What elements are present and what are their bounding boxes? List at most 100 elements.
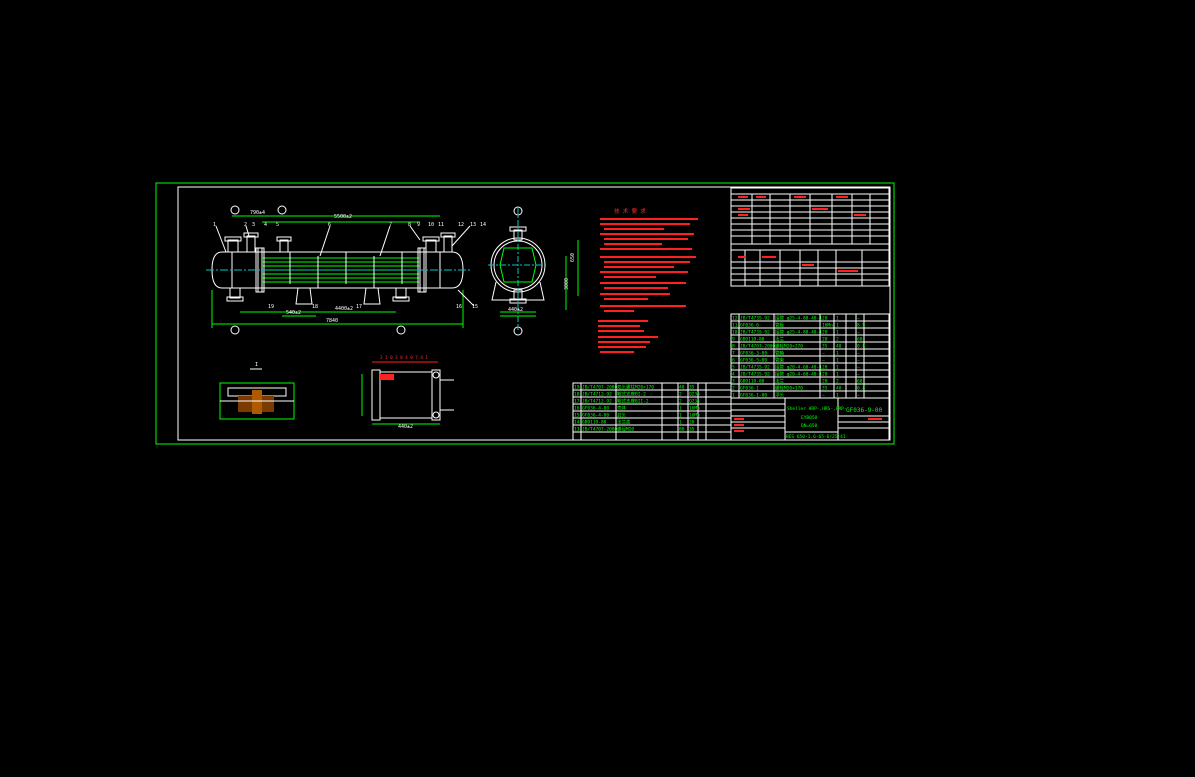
dim-tube-length: 5500±2 [334,214,352,220]
balloon-2[interactable]: 2 [244,222,247,228]
part-name: 双头螺柱M20×170 [617,384,654,391]
part-no: 15 [574,413,580,419]
part-qty: 2 [679,399,682,405]
balloon-14[interactable]: 14 [480,222,486,228]
balloon-6[interactable]: 6 [328,222,331,228]
balloon-17[interactable]: 17 [356,304,362,310]
balloon-8[interactable]: 8 [408,222,411,228]
part-mat: — [822,359,825,364]
part-mat: 20 [822,372,828,378]
part-code: JB/T4707-2000 [740,344,776,350]
part-mat: 20 [822,316,828,322]
part-wt: — [857,331,860,336]
part-code: JB/T4735-92 [740,365,770,371]
part-wt: 0.8 [857,344,865,350]
side-view[interactable] [488,206,579,336]
dim-nozzle-spacing: 4400±2 [335,306,353,312]
side-height-dim: 3000 [564,278,570,290]
balloon-16[interactable]: 16 [456,304,462,310]
part-wt: — [857,373,860,378]
balloon-18[interactable]: 18 [312,304,318,310]
part-mat: 35 [689,385,695,391]
part-code: JB/T4735-92 [740,330,770,336]
part-mat: 16Mn [689,413,700,419]
drawing-number: GF036-9-00 [846,407,883,414]
balloon-7[interactable]: 7 [389,222,392,228]
part-wt: — [857,352,860,357]
section-label: 3 1 0 3 0 4 0 7 4 1 [380,355,428,360]
part-name: 螺栓M20×170 [775,385,803,392]
part-mat: 35 [689,427,695,433]
part-code: GF036-1 [740,386,759,392]
balloon-15[interactable]: 15 [472,304,478,310]
balloon-13[interactable]: 13 [470,222,476,228]
part-mat: — [822,394,825,399]
part-qty: 2 [679,392,682,398]
part-no: 9 [732,337,735,343]
section-width-dim: 440±2 [398,424,413,430]
part-no: 12 [732,316,738,322]
balloon-5[interactable]: 5 [276,222,279,228]
inner-frame [177,186,891,441]
part-qty: 1 [836,330,839,336]
part-no: 13 [574,427,580,433]
technical-notes: 技 术 要 求 [598,207,698,353]
title-line-1: Sheller HRP-,HRS-,HRP- [787,406,847,412]
part-qty: 40 [679,385,685,391]
part-name: 接管 φ20-4-60-40-1 [775,371,822,378]
part-name: 管板 [775,322,784,329]
part-name: 封头 [617,412,626,419]
part-code: JB/T4707-2000 [582,385,618,391]
part-no: 19 [574,385,580,391]
part-mat: — [822,352,825,357]
part-mat: 35 [822,386,828,392]
part-mat: 20 [822,330,828,336]
balloon-1[interactable]: 1 [213,222,216,228]
balloon-3[interactable]: 3 [252,222,255,228]
balloon-12[interactable]: 12 [458,222,464,228]
part-name: 管箱 [775,350,784,357]
dim-first-offset: 790±4 [250,210,265,216]
part-code: JB/T4707-2000 [582,427,618,433]
part-code: GF036-5-00 [740,358,767,364]
part-name: 接管 φ25-4-80-40-1 [775,329,822,336]
part-qty: 1 [679,413,682,419]
part-name: 法兰盖 [617,419,631,426]
balloon-19[interactable]: 19 [268,304,274,310]
dim-support-spacing: 540±2 [286,310,301,316]
part-no: 17 [574,399,580,405]
part-code: GF036-1-00 [740,393,767,399]
section-view[interactable]: 3 1 0 3 0 4 0 7 4 1 [361,355,454,425]
part-wt: — [857,366,860,371]
part-qty: 2 [836,379,839,385]
diameter-dim: 440±2 [508,307,523,313]
part-mat: Q235 [689,399,700,405]
design-data-table [730,187,890,287]
part-name: 管束 [775,357,784,364]
part-name: 螺栓M20×270 [775,343,803,350]
part-code: JB/T4735-92 [740,372,770,378]
part-code: GB9119-88 [740,337,765,343]
part-code: GF036-6 [740,323,759,329]
detail-i-view[interactable]: I [219,362,295,420]
part-mat: 16Mn [822,323,833,329]
part-mat: 20 [689,420,695,426]
part-name: 壳体 [617,405,626,412]
part-name: 法兰 [775,378,784,385]
balloon-11[interactable]: 11 [438,222,444,228]
part-no: 6 [732,358,735,364]
part-name: 浮头 [775,392,784,399]
part-wt: — [857,394,860,399]
part-name: 螺母M20 [617,426,634,433]
balloon-9[interactable]: 9 [417,222,420,228]
part-qty: 2 [836,337,839,343]
part-code: GF036-4-00 [582,413,609,419]
balloon-4[interactable]: 4 [264,222,267,228]
part-no: 2 [732,386,735,392]
balloon-10[interactable]: 10 [428,222,434,228]
part-name: 鞍式支座BI-2 [617,391,646,398]
part-mat: 16Mn [689,406,700,412]
part-no: 10 [732,330,738,336]
main-elevation-view[interactable] [206,205,475,335]
